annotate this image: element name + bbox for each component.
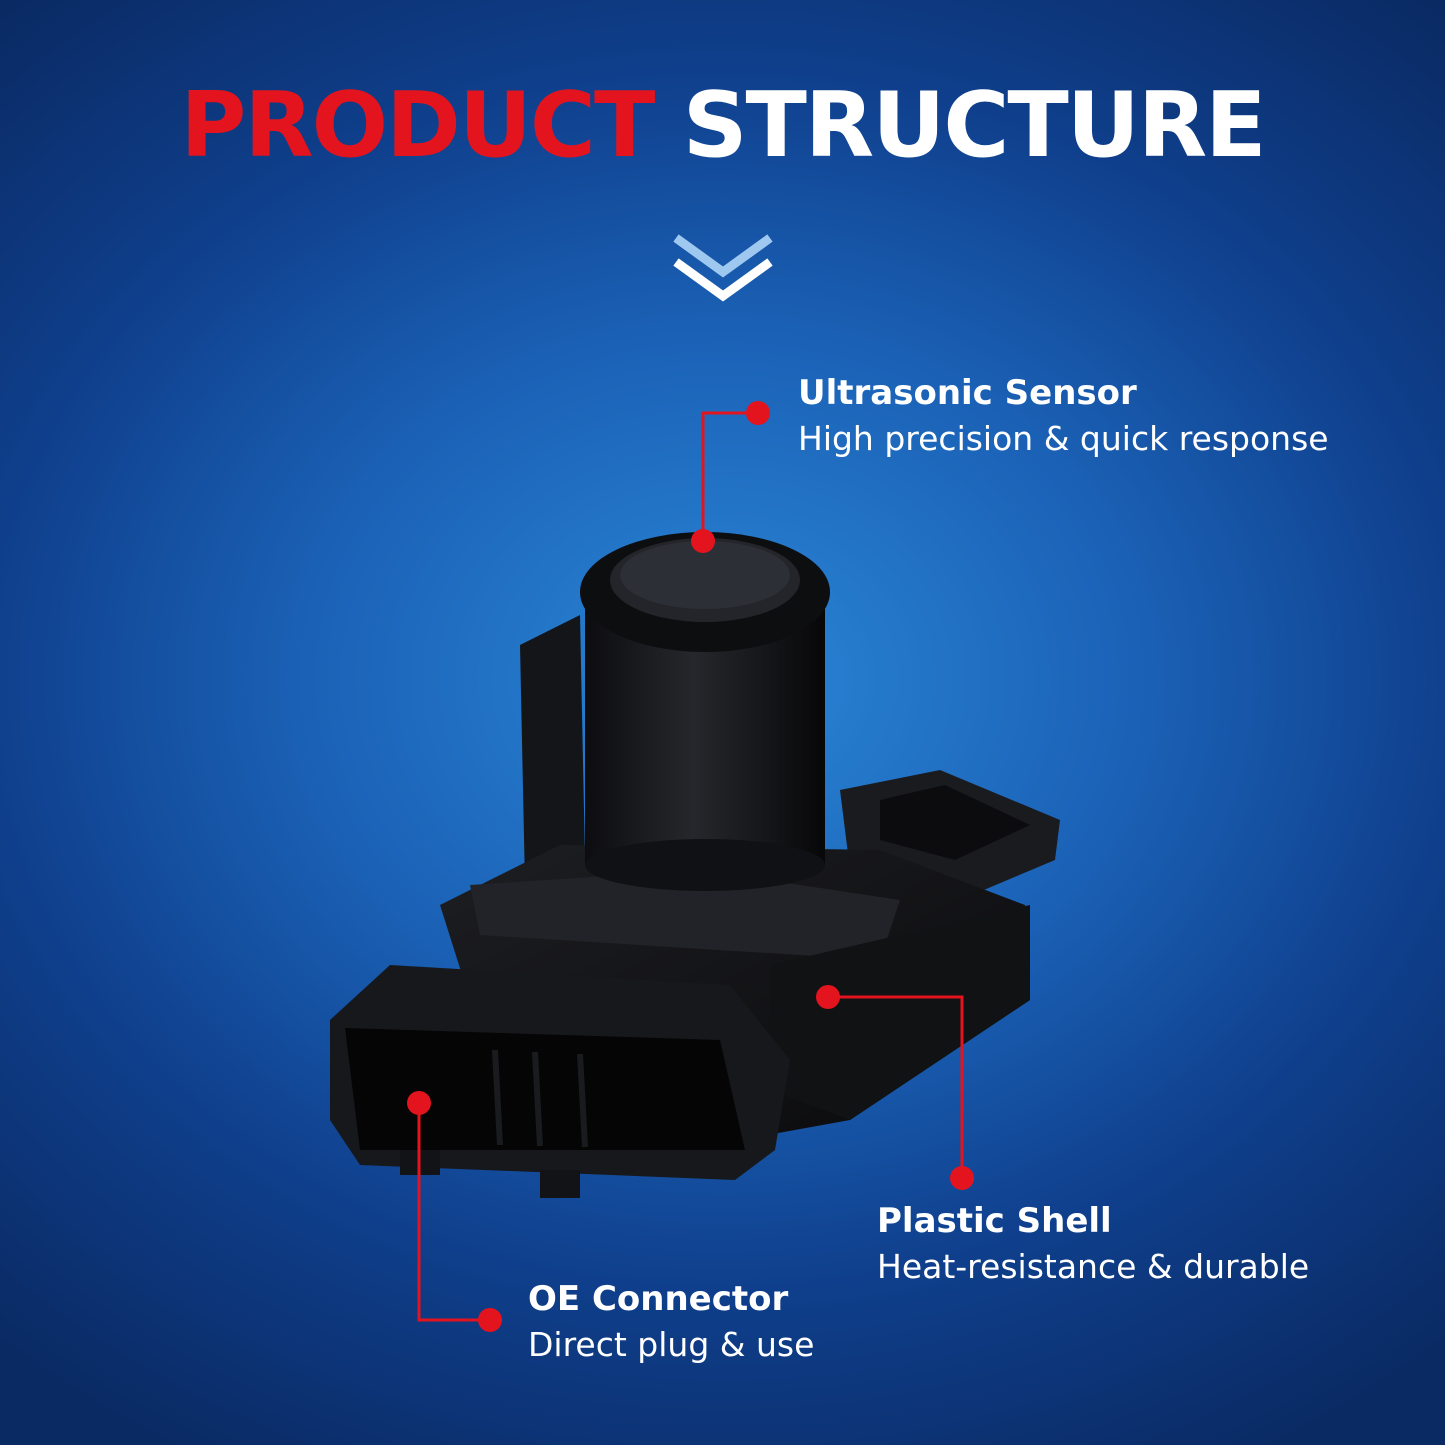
callout-title: Ultrasonic Sensor	[798, 373, 1137, 413]
callout-ultrasonic-sensor: Ultrasonic Sensor High precision & quick…	[798, 370, 1329, 462]
callout-description: High precision & quick response	[798, 419, 1329, 458]
callout-oe-connector: OE Connector Direct plug & use	[528, 1276, 814, 1368]
callout-plastic-shell: Plastic Shell Heat-resistance & durable	[877, 1198, 1309, 1290]
callout-title: Plastic Shell	[877, 1201, 1112, 1241]
title-word-structure: STRUCTURE	[682, 73, 1267, 178]
callout-description: Direct plug & use	[528, 1325, 815, 1364]
callout-title: OE Connector	[528, 1279, 789, 1319]
callout-description: Heat-resistance & durable	[877, 1247, 1310, 1286]
double-chevron-down-icon	[673, 234, 773, 302]
page-title: PRODUCT STRUCTURE	[0, 76, 1445, 175]
title-word-product: PRODUCT	[180, 73, 655, 178]
